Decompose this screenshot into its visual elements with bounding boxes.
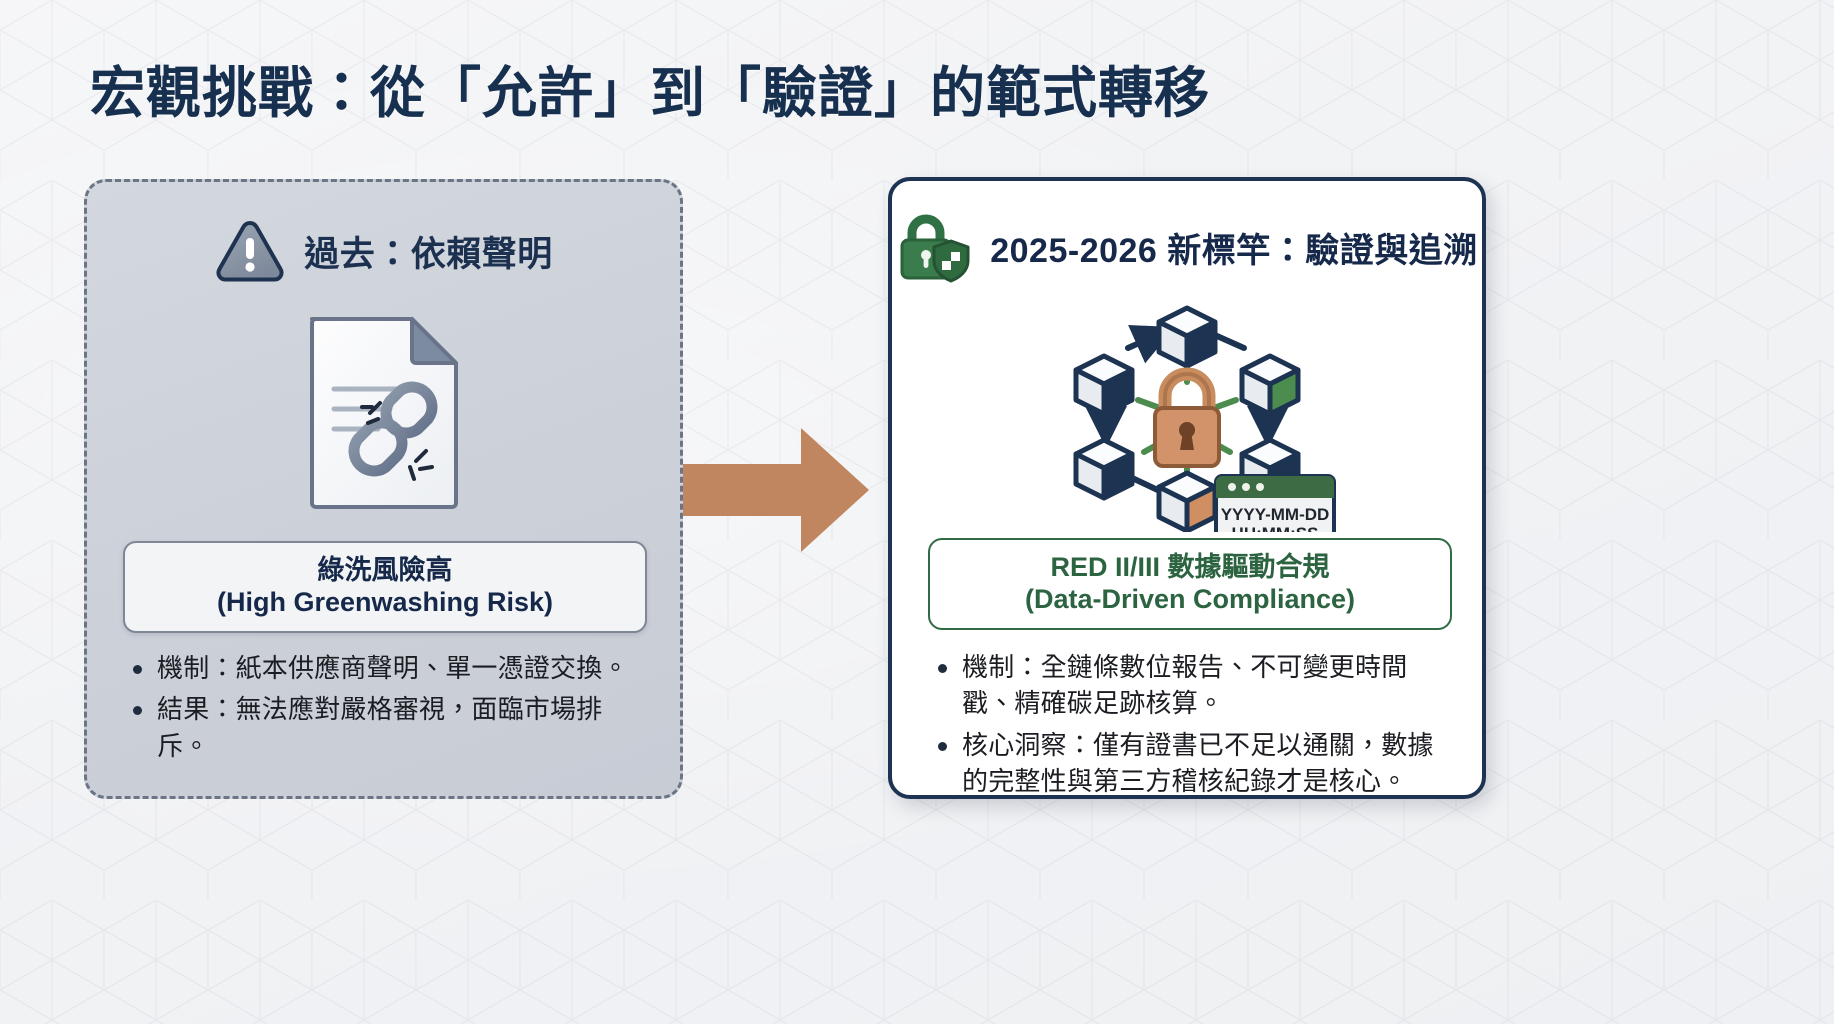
future-callout-box: RED II/III 數據驅動合規 (Data-Driven Complianc…	[928, 538, 1452, 630]
list-item: 核心洞察：僅有證書已不足以通關，數據的完整性與第三方稽核紀錄才是核心。	[932, 727, 1454, 800]
right-arrow-icon	[683, 428, 869, 552]
past-panel-header: 過去：依賴聲明	[87, 218, 680, 284]
list-item: 機制：全鏈條數位報告、不可變更時間戳、精確碳足跡核算。	[932, 649, 1454, 722]
future-panel-heading: 2025-2026 新標竿：驗證與追溯	[990, 231, 1478, 270]
list-item: 結果：無法應對嚴格審視，面臨市場排斥。	[127, 691, 652, 764]
future-bullet-list: 機制：全鏈條數位報告、不可變更時間戳、精確碳足跡核算。 核心洞察：僅有證書已不足…	[932, 649, 1454, 805]
past-callout-line2: (High Greenwashing Risk)	[216, 587, 554, 617]
broken-chain-document-icon	[309, 317, 458, 509]
past-bullet-list: 機制：紙本供應商聲明、單一憑證交換。 結果：無法應對嚴格審視，面臨市場排斥。	[127, 650, 652, 769]
past-callout-line1: 綠洗風險高	[317, 555, 453, 586]
future-callout-line1: RED II/III 數據驅動合規	[1050, 552, 1330, 583]
timestamp-line1: YYYY-MM-DD	[1221, 505, 1330, 524]
past-panel: 過去：依賴聲明	[84, 179, 683, 799]
future-panel-header: 2025-2026 新標竿：驗證與追溯	[892, 211, 1482, 283]
past-panel-illustration	[87, 306, 680, 516]
lock-shield-icon	[900, 214, 970, 283]
warning-triangle-icon	[216, 221, 284, 282]
future-panel-illustration: YYYY-MM-DD HH:MM:SS	[892, 293, 1482, 535]
past-callout-box: 綠洗風險高 (High Greenwashing Risk)	[123, 541, 647, 633]
page-title: 宏觀挑戰：從「允許」到「驗證」的範式轉移	[90, 62, 1211, 124]
list-item: 機制：紙本供應商聲明、單一憑證交換。	[127, 650, 652, 686]
future-panel: 2025-2026 新標竿：驗證與追溯	[888, 177, 1486, 799]
past-panel-heading: 過去：依賴聲明	[304, 234, 553, 274]
future-callout-line2: (Data-Driven Compliance)	[1024, 584, 1356, 614]
timestamp-line2: HH:MM:SS	[1232, 524, 1319, 532]
blockchain-network-lock-icon: YYYY-MM-DD HH:MM:SS	[1032, 296, 1336, 532]
